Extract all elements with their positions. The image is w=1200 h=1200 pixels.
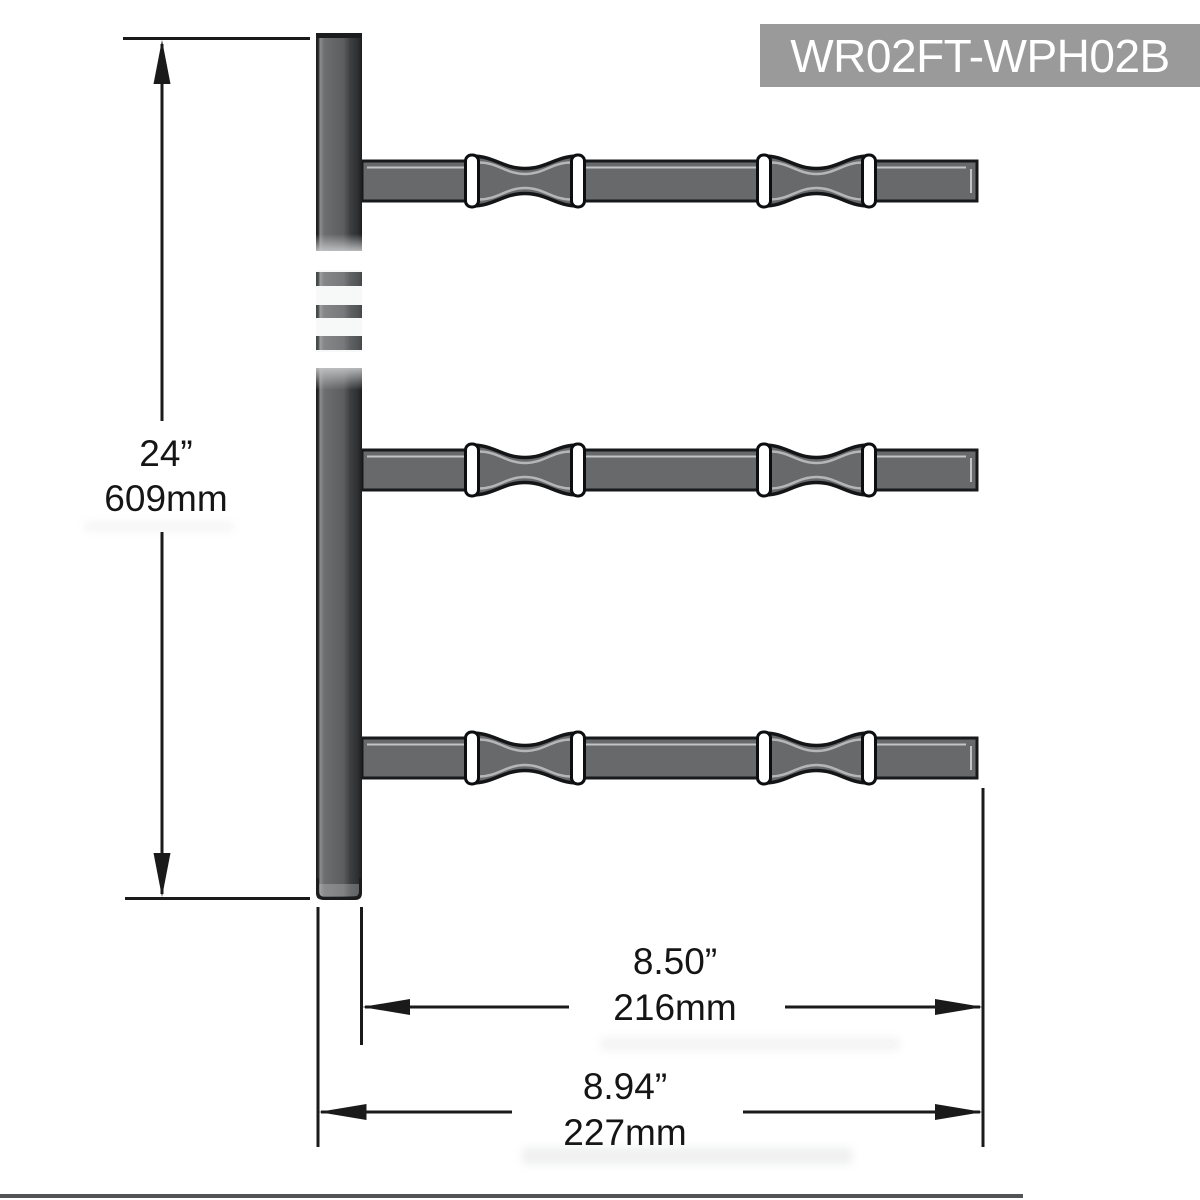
- post-break-fade-upper: [316, 234, 362, 251]
- overall-depth-inches: 8.94”: [582, 1066, 668, 1107]
- rack-arm-top: [360, 153, 979, 209]
- post-top-cap: [316, 33, 362, 38]
- overall-depth-dimension-label: 8.94” 227mm: [505, 1064, 745, 1156]
- product-model-text: WR02FT-WPH02B: [790, 29, 1170, 82]
- watermark-smudge: [84, 521, 234, 532]
- bottom-rule: [0, 1194, 1023, 1198]
- arrowhead-down: [153, 853, 171, 897]
- rack-arm-middle: [360, 442, 979, 498]
- arm-length-metric: 216mm: [613, 987, 737, 1028]
- height-dimension-label: 24” 609mm: [66, 431, 266, 521]
- arrowhead-left: [318, 1104, 367, 1120]
- wall-post: [316, 33, 362, 900]
- post-foot-outline: [316, 878, 362, 900]
- post-break-dashes: [316, 270, 362, 352]
- arrowhead-up: [153, 40, 171, 84]
- product-model-badge: WR02FT-WPH02B: [760, 24, 1200, 87]
- dimension-arm-8-50in: [360, 788, 985, 1147]
- break-dash: [316, 272, 362, 286]
- height-inches: 24”: [139, 433, 193, 474]
- arrowhead-right: [935, 1104, 983, 1120]
- break-dash: [316, 305, 362, 318]
- break-dash-tint: [316, 270, 362, 352]
- overall-depth-metric: 227mm: [563, 1112, 687, 1153]
- dimension-depth-8-94in: [316, 907, 983, 1147]
- break-dash: [316, 336, 362, 350]
- arm-length-inches: 8.50”: [632, 941, 718, 982]
- arm-length-dimension-label: 8.50” 216mm: [555, 939, 795, 1031]
- post-upper-section: [316, 33, 362, 251]
- watermark-smudge: [600, 1037, 900, 1051]
- post-lower-section: [316, 368, 362, 900]
- arrowhead-left: [362, 999, 410, 1015]
- dimension-height-24in: [123, 37, 310, 900]
- post-break-fade-lower: [316, 368, 362, 390]
- rack-arm-bottom: [360, 730, 979, 786]
- arrowhead-right: [935, 999, 983, 1015]
- height-metric: 609mm: [104, 478, 228, 519]
- post-foot-tint: [319, 884, 359, 896]
- watermark-smudge: [522, 1147, 852, 1165]
